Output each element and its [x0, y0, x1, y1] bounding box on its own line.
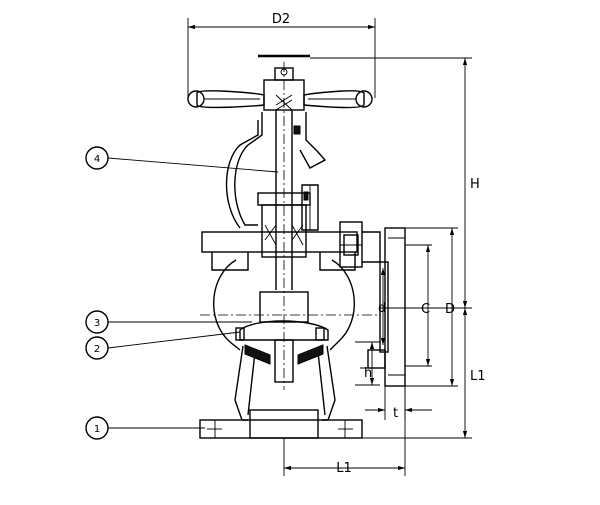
callout-2: 2 — [85, 331, 241, 360]
dimension-l1-vertical: L1 — [362, 307, 486, 439]
dimension-t: t — [365, 386, 432, 421]
label-t: t — [393, 406, 398, 421]
label-d-outer: D — [445, 302, 455, 317]
callout-4: 4 — [85, 146, 279, 173]
base-flange — [199, 409, 363, 439]
valve-stem — [264, 62, 304, 390]
callout-3: 3 — [85, 310, 252, 334]
callout-1-number: 1 — [94, 424, 100, 435]
dimension-h: H — [310, 57, 480, 308]
label-l1-vertical: L1 — [470, 369, 486, 384]
dimension-d2: D2 — [187, 12, 376, 98]
callout-1: 1 — [85, 416, 205, 440]
callout-3-number: 3 — [94, 318, 100, 329]
yoke-bonnet — [201, 112, 363, 271]
callout-2-number: 2 — [94, 344, 100, 355]
label-h-small: h — [364, 366, 372, 381]
dimension-c: C — [405, 244, 432, 367]
valve-body — [200, 259, 380, 421]
label-h: H — [470, 177, 480, 192]
handwheel — [187, 54, 373, 111]
label-d-inner: d — [378, 301, 386, 316]
label-c: C — [421, 302, 430, 317]
dimension-l1-horizontal: L1 — [283, 386, 406, 476]
label-l1-horizontal: L1 — [336, 461, 352, 476]
callout-4-number: 4 — [94, 154, 100, 165]
dimension-h-small: h — [355, 341, 380, 386]
label-d2: D2 — [272, 12, 290, 27]
dimension-d-inner: d — [378, 268, 386, 345]
dimension-d-outer: D — [405, 227, 458, 387]
